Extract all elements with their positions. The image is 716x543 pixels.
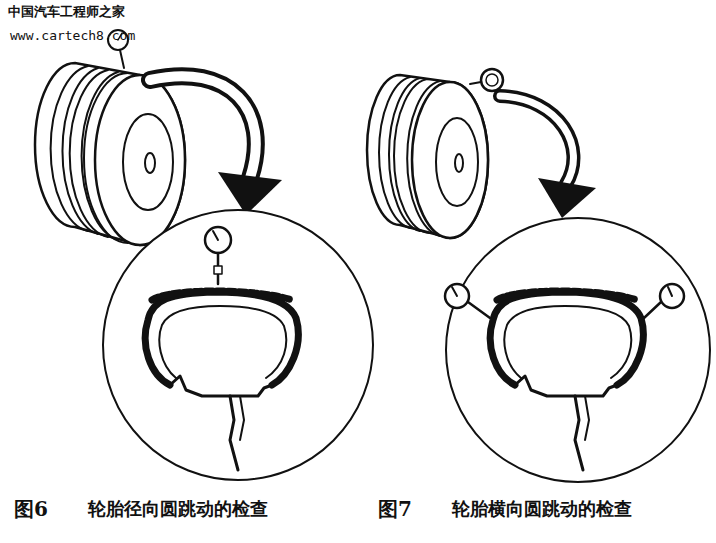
watermark: 中国汽车工程师之家: [8, 4, 125, 20]
curved-arrow: [500, 96, 596, 218]
detail-circle: [103, 210, 373, 480]
tire-right: [367, 75, 488, 238]
dial-gauge: [445, 284, 490, 318]
tire-cross-section: [145, 291, 298, 470]
figure-caption: 轮胎横向圆跳动的检查: [452, 498, 632, 520]
figure-number: 图7: [378, 497, 412, 521]
figure-number: 图6: [14, 497, 48, 521]
watermark-url: www.cartech8.com: [10, 28, 135, 44]
curved-arrow: [150, 76, 282, 215]
detail-circle: [446, 218, 710, 482]
dial-gauge: [470, 69, 503, 91]
dial-gauge: [644, 284, 684, 318]
dial-gauge: [205, 227, 231, 284]
figure-caption: 轮胎径向圆跳动的检查: [88, 498, 268, 520]
tire-left: [35, 63, 185, 245]
tire-cross-section: [490, 291, 643, 470]
